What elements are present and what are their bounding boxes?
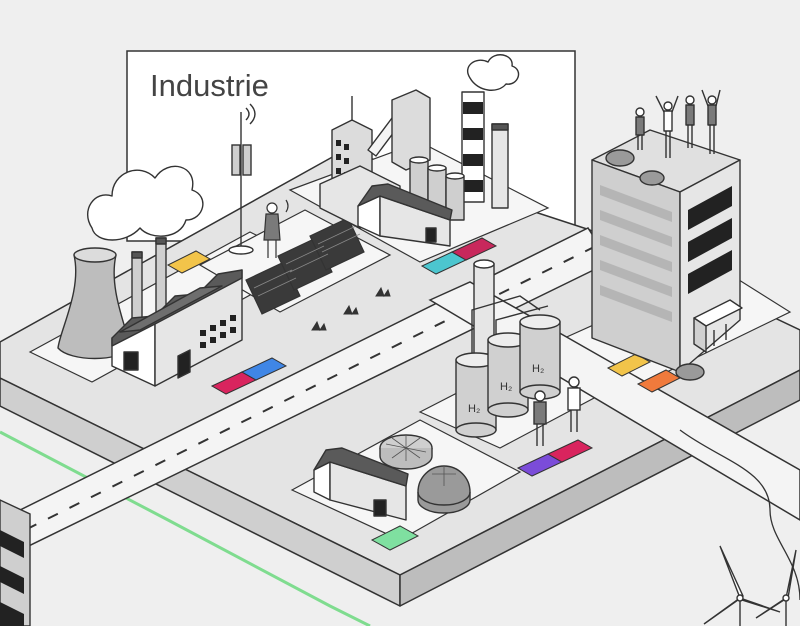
tag-yellow-2 — [606, 353, 652, 377]
person-phone — [263, 199, 289, 258]
wind-turbines — [703, 545, 797, 626]
solar-panels — [245, 217, 365, 315]
tag-green — [370, 525, 420, 551]
power-plant — [57, 165, 243, 387]
antenna — [228, 103, 256, 255]
hydrogen-area: H₂ H₂ H₂ — [455, 259, 581, 446]
grass-tufts — [311, 286, 391, 332]
roof-bush-1 — [605, 149, 635, 167]
cheering-people — [635, 89, 721, 158]
solar-panel-3 — [309, 217, 365, 271]
tag-blue-1 — [240, 357, 288, 381]
wind-turbine-2 — [755, 549, 797, 626]
striped-chimney — [461, 91, 485, 203]
worker-2 — [567, 376, 581, 432]
green-cable — [0, 430, 371, 626]
dome-tank — [417, 465, 471, 514]
worker-1 — [533, 390, 547, 446]
factory-complex — [319, 54, 520, 247]
factory-hall-roof — [357, 183, 453, 221]
office-tower — [591, 89, 743, 381]
color-tags — [166, 237, 682, 551]
page-title: Industrie — [150, 68, 269, 103]
tag-crimson-1 — [450, 237, 498, 261]
tag-crimson-2 — [546, 439, 594, 463]
factory-tower — [391, 89, 431, 171]
tag-yellow-1 — [166, 250, 212, 274]
smoke-cloud-left — [87, 165, 204, 241]
storage-shed-roof — [313, 447, 409, 487]
h2-label-3: H₂ — [532, 363, 544, 375]
h2-label-1: H₂ — [468, 403, 480, 415]
roof-bush-2 — [639, 170, 665, 186]
h2-label-2: H₂ — [500, 381, 512, 393]
ground-bush — [675, 363, 705, 381]
h2-tank-3: H₂ — [519, 314, 561, 400]
round-tank-open — [379, 434, 433, 470]
storage-area — [313, 434, 471, 521]
edge-building — [0, 499, 31, 626]
cooling-tower — [57, 254, 131, 360]
smoke-cloud-right — [467, 54, 520, 91]
